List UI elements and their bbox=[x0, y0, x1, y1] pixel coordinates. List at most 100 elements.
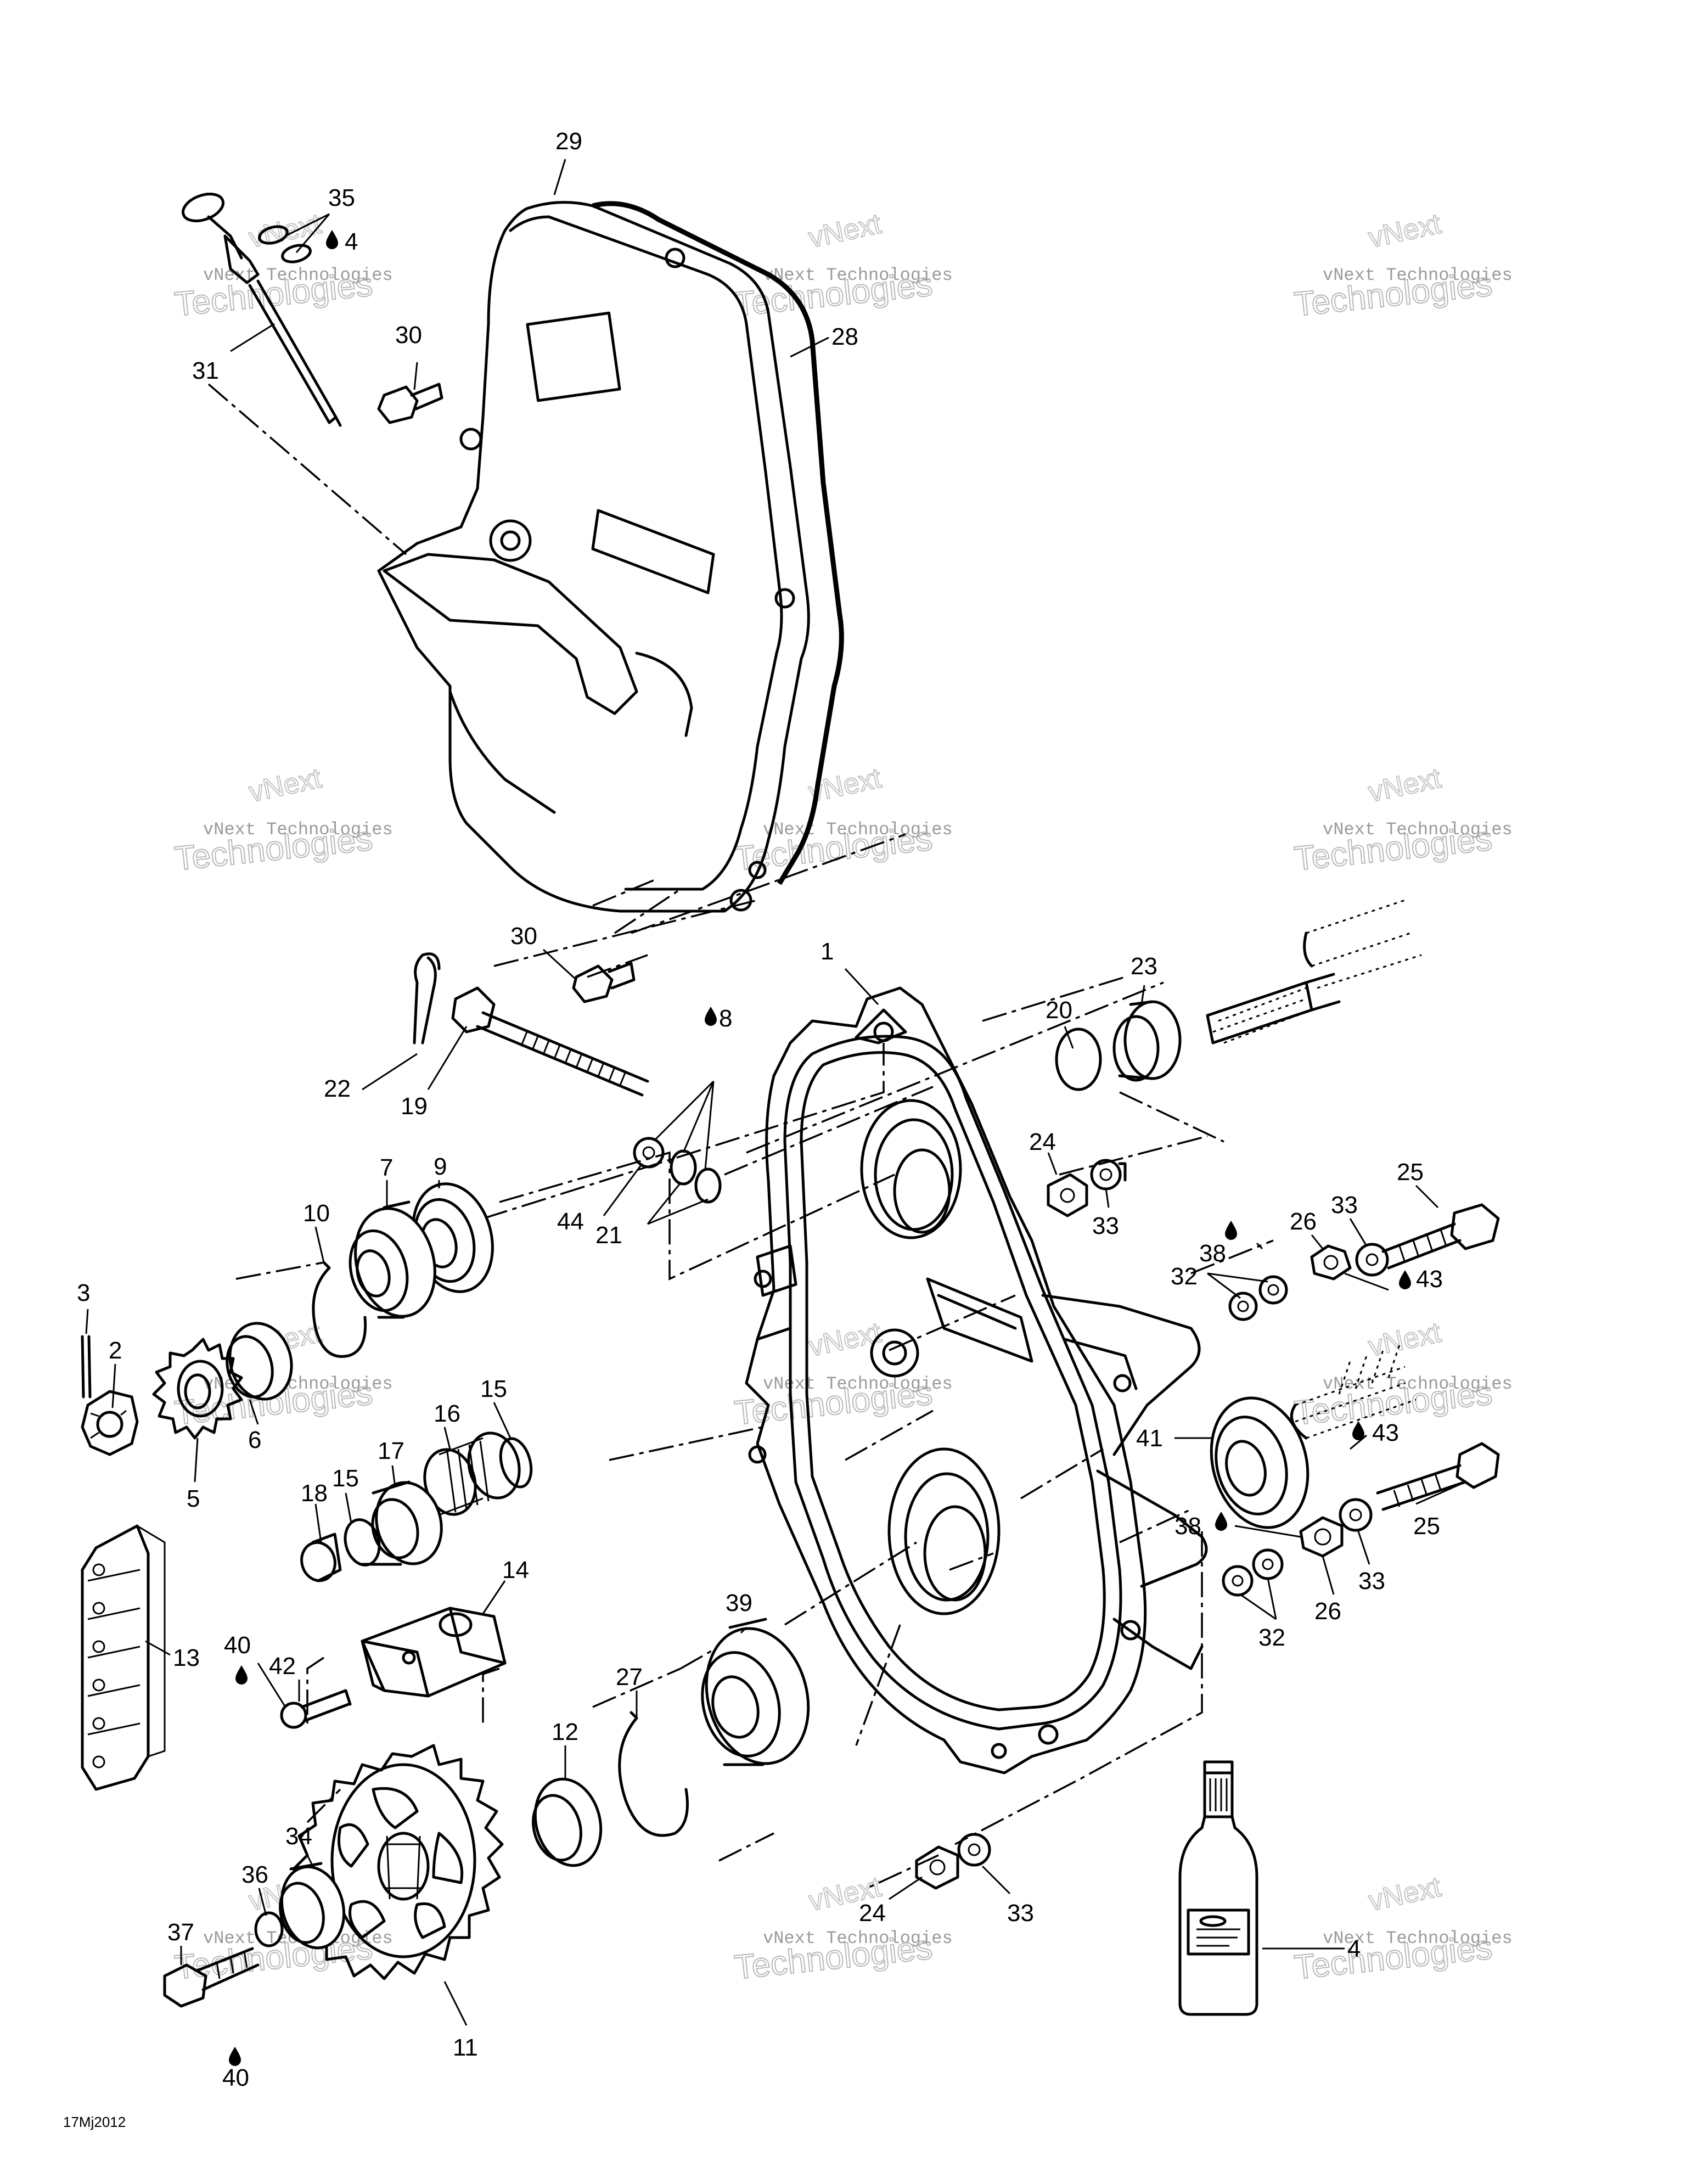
snap-ring-10 bbox=[312, 1261, 367, 1358]
callout-23: 23 bbox=[1131, 953, 1157, 980]
callout-15: 15 bbox=[480, 1375, 507, 1402]
watermark-line: vNext Technologies bbox=[1323, 265, 1513, 285]
callout-37: 37 bbox=[167, 1919, 194, 1946]
lubricant-drop-icons bbox=[229, 230, 1411, 2066]
callout-8: 8 bbox=[719, 1005, 732, 1032]
callout-24: 24 bbox=[1029, 1129, 1056, 1155]
bolt-42 bbox=[280, 1689, 352, 1729]
callout-32: 32 bbox=[1171, 1263, 1198, 1290]
callout-11: 11 bbox=[453, 2034, 478, 2061]
callout-1: 1 bbox=[820, 938, 834, 965]
callout-38: 38 bbox=[1199, 1240, 1226, 1267]
watermark-line: vNext Technologies bbox=[763, 1928, 953, 1949]
cotter-pin bbox=[413, 952, 441, 1045]
spacer-12 bbox=[532, 1777, 603, 1867]
callout-15: 15 bbox=[332, 1465, 359, 1492]
callout-14: 14 bbox=[502, 1557, 529, 1584]
o-ring-21b bbox=[694, 1167, 722, 1204]
callout-36: 36 bbox=[241, 1861, 268, 1888]
oil-drop-icon bbox=[326, 230, 338, 249]
callout-30: 30 bbox=[395, 322, 422, 349]
watermark-vnext: vNext bbox=[806, 208, 884, 254]
washers-32-lower bbox=[1222, 1548, 1284, 1597]
oil-drop-icon bbox=[229, 2047, 241, 2066]
callout-43: 43 bbox=[1372, 1419, 1399, 1446]
drive-axle bbox=[1290, 1344, 1417, 1440]
watermark-line: vNext Technologies bbox=[1323, 819, 1513, 840]
oil-drop-icon bbox=[235, 1665, 248, 1685]
watermark-vnext: vNext bbox=[246, 762, 324, 809]
figure-reference-code: 17Mj2012 bbox=[63, 2114, 126, 2130]
callout-33: 33 bbox=[1092, 1212, 1119, 1239]
callout-7: 7 bbox=[380, 1154, 393, 1181]
oil-drop-icon bbox=[1399, 1270, 1411, 1289]
washers-32-upper bbox=[1228, 1275, 1288, 1321]
callout-42: 42 bbox=[269, 1653, 296, 1680]
bushing-18 bbox=[300, 1532, 342, 1582]
callout-26: 26 bbox=[1314, 1598, 1341, 1625]
callout-24: 24 bbox=[859, 1900, 886, 1927]
callout-20: 20 bbox=[1046, 997, 1072, 1024]
callout-43: 43 bbox=[1416, 1266, 1443, 1293]
watermark-line: vNext Technologies bbox=[1323, 1928, 1513, 1949]
callout-6: 6 bbox=[248, 1427, 261, 1453]
cover-bolt-upper bbox=[377, 383, 443, 424]
oil-drop-icon bbox=[1215, 1512, 1227, 1531]
callout-27: 27 bbox=[616, 1664, 643, 1691]
callout-13: 13 bbox=[173, 1644, 200, 1671]
seal-41 bbox=[1210, 1396, 1310, 1529]
bearing-39 bbox=[701, 1618, 810, 1766]
callout-16: 16 bbox=[434, 1400, 460, 1427]
nut-24-lower bbox=[915, 1845, 959, 1890]
needle-bearing-16 bbox=[423, 1431, 521, 1516]
callout-17: 17 bbox=[378, 1438, 404, 1464]
callout-9: 9 bbox=[434, 1153, 447, 1180]
callout-33: 33 bbox=[1007, 1900, 1034, 1927]
callout-5: 5 bbox=[187, 1485, 200, 1512]
cover-bolt-lower bbox=[572, 962, 636, 1003]
callout-18: 18 bbox=[301, 1480, 328, 1507]
watermark-vnext: vNext bbox=[1365, 208, 1444, 254]
tensioner-block-14 bbox=[361, 1607, 507, 1698]
ring-15b bbox=[344, 1518, 381, 1567]
o-ring-20 bbox=[1055, 1028, 1102, 1091]
washer-33-r1 bbox=[1355, 1243, 1389, 1277]
bearing-23 bbox=[1112, 1000, 1182, 1082]
watermark-vnext: vNext bbox=[1365, 762, 1444, 809]
snap-ring-27 bbox=[618, 1711, 689, 1837]
castle-nut-2 bbox=[81, 1390, 139, 1456]
callout-32: 32 bbox=[1258, 1624, 1285, 1651]
callout-40: 40 bbox=[222, 2064, 249, 2091]
leader-lines bbox=[85, 159, 1466, 2026]
callout-25: 25 bbox=[1397, 1159, 1424, 1186]
nut-26-upper bbox=[1310, 1244, 1352, 1281]
callout-41: 41 bbox=[1136, 1425, 1163, 1452]
callout-19: 19 bbox=[401, 1093, 428, 1120]
callout-39: 39 bbox=[726, 1590, 752, 1616]
watermark-vnext: vNext bbox=[246, 208, 324, 254]
callout-21: 21 bbox=[595, 1222, 622, 1249]
callout-33: 33 bbox=[1331, 1192, 1358, 1219]
callout-35: 35 bbox=[328, 184, 355, 211]
callout-labels: 29 35 4 30 28 31 30 1 23 20 22 8 19 24 3… bbox=[77, 128, 1443, 2091]
spacer-34 bbox=[279, 1862, 346, 1950]
watermark-vnext: vNext bbox=[1365, 1871, 1444, 1917]
dipstick bbox=[182, 193, 342, 427]
sprocket-5 bbox=[152, 1338, 243, 1440]
callout-22: 22 bbox=[324, 1075, 351, 1102]
watermarks: vNext vNext Technologies Technologies vN… bbox=[172, 207, 1513, 1988]
washer-33-r2 bbox=[1339, 1498, 1373, 1532]
watermark-line: vNext Technologies bbox=[203, 265, 393, 285]
oil-drop-icon bbox=[1225, 1221, 1237, 1240]
nut-26-lower bbox=[1299, 1516, 1344, 1558]
callout-33: 33 bbox=[1358, 1568, 1385, 1595]
callout-10: 10 bbox=[303, 1200, 330, 1227]
callout-40: 40 bbox=[224, 1632, 251, 1659]
washer-44 bbox=[633, 1137, 665, 1169]
sprocket-11 bbox=[292, 1744, 504, 1980]
chain-13 bbox=[81, 1524, 166, 1791]
spacer-17 bbox=[361, 1480, 443, 1566]
chaincase-housing bbox=[745, 986, 1208, 1775]
